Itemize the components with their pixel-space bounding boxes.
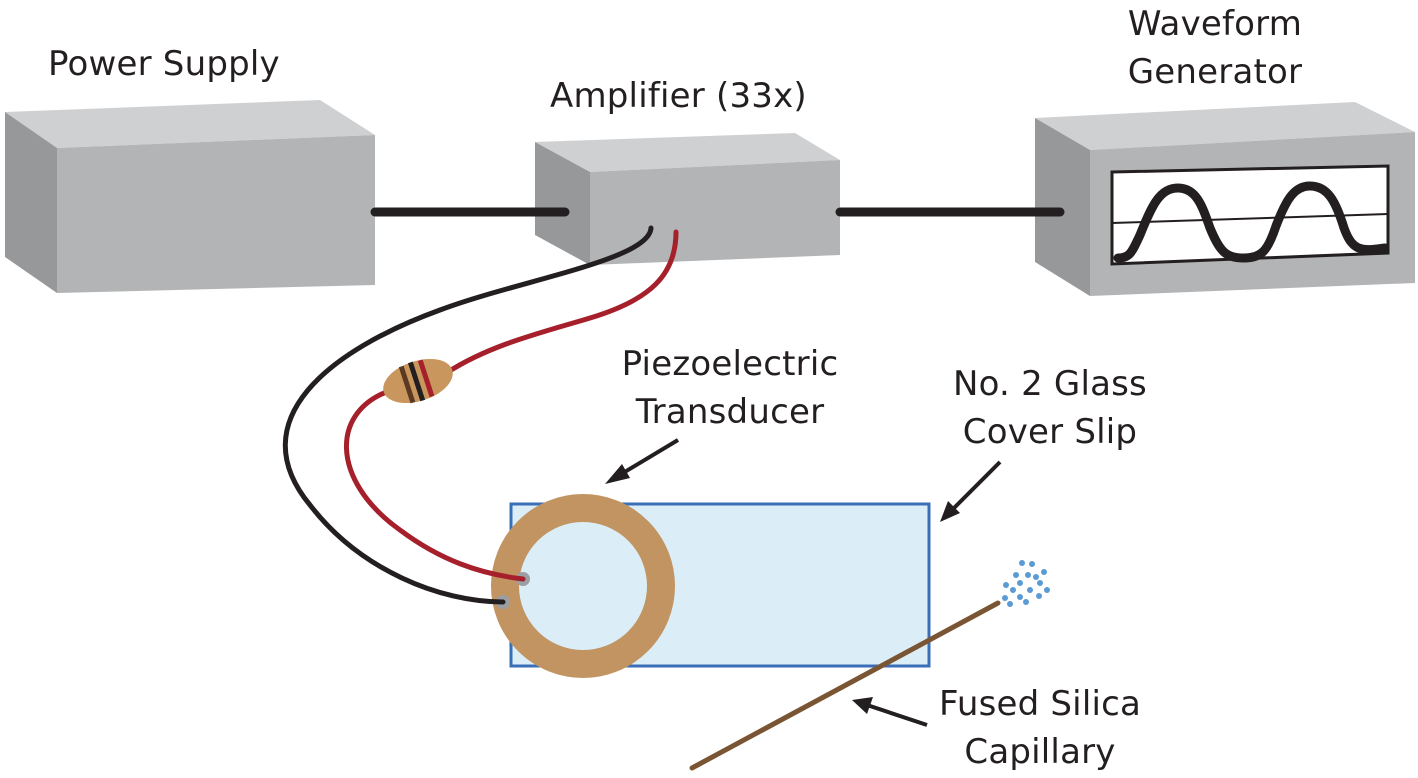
- cover-slip-label: No. 2 Glass Cover Slip: [935, 360, 1165, 456]
- piezo-label: Piezoelectric Transducer: [600, 340, 860, 436]
- piezo-line2: Transducer: [635, 392, 825, 432]
- capillary-label: Fused Silica Capillary: [925, 680, 1155, 776]
- cover-slip: [509, 502, 931, 668]
- waveform-generator-label: Waveform Generator: [1105, 0, 1325, 96]
- black-wire: [282, 225, 654, 605]
- red-wire-lower: [344, 387, 526, 582]
- capillary: [689, 600, 1001, 771]
- sine-wave: [1113, 181, 1390, 263]
- amplifier-label: Amplifier (33x): [550, 76, 807, 116]
- cover-slip-line1: No. 2 Glass: [953, 364, 1147, 404]
- waveform-generator-line2: Generator: [1127, 52, 1303, 92]
- power-supply-box: [5, 100, 375, 293]
- arrow-cover-slip: [940, 460, 1002, 522]
- capillary-line2: Capillary: [964, 732, 1116, 772]
- capillary-line1: Fused Silica: [938, 684, 1142, 724]
- spray-droplets: [1002, 560, 1050, 607]
- cover-slip-line2: Cover Slip: [962, 412, 1138, 452]
- amplifier-box: [535, 133, 840, 265]
- arrow-capillary: [852, 697, 928, 727]
- red-wire-upper: [445, 229, 679, 375]
- piezo-line1: Piezoelectric: [621, 344, 839, 384]
- waveform-screen: [1110, 164, 1390, 266]
- piezo-ring: [491, 494, 675, 678]
- resistor: [383, 358, 453, 404]
- waveform-generator-line1: Waveform: [1127, 4, 1303, 44]
- arrow-piezo: [605, 438, 680, 484]
- power-supply-label: Power Supply: [48, 44, 280, 84]
